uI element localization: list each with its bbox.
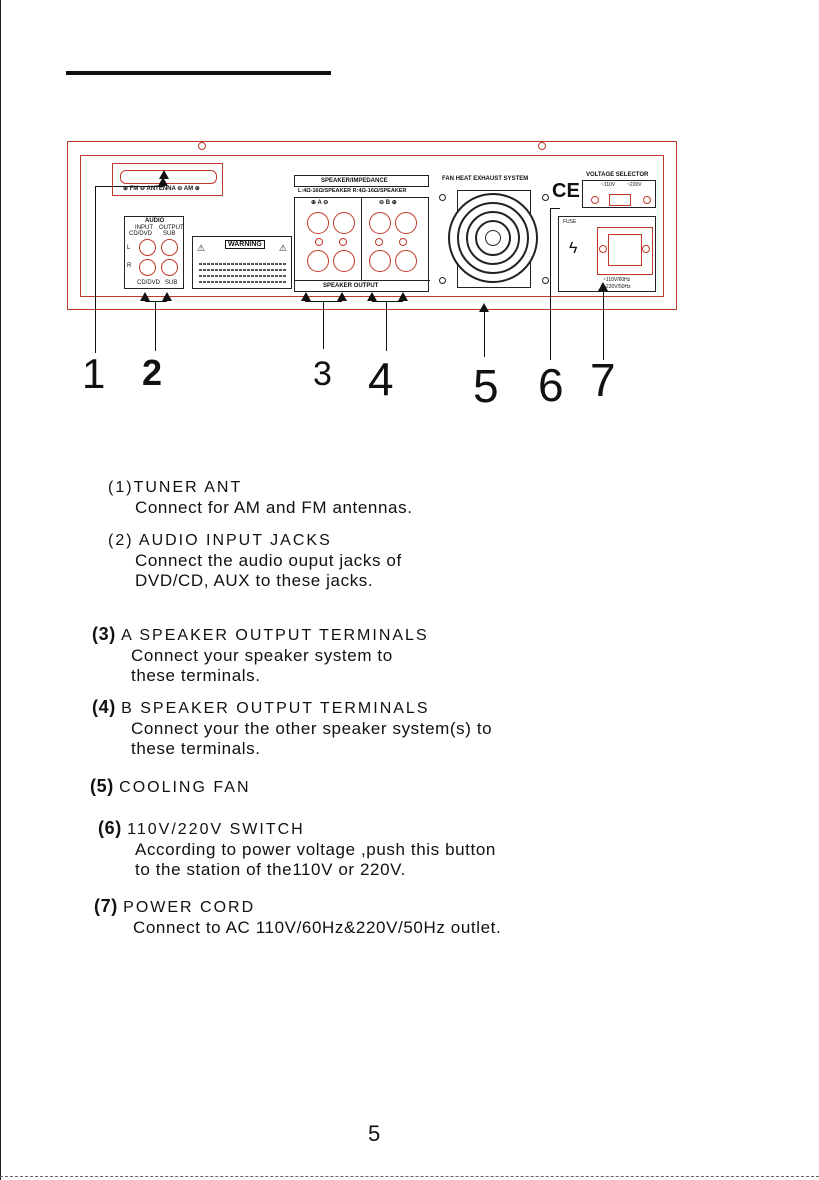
audio-jacks: AUDIO INPUT OUTPUT CD/DVD SUB L R CD/DVD… xyxy=(124,216,184,289)
callout-6: 6 xyxy=(538,359,564,411)
antenna-label: ⊕ FM ⊖ ANTENNA ⊖ AM ⊕ xyxy=(123,186,200,192)
voltage-selector-switch: ~110V ~220V xyxy=(582,180,656,208)
binding-post xyxy=(369,212,391,234)
fan-label: FAN HEAT EXHAUST SYSTEM xyxy=(442,176,529,182)
title-underline xyxy=(66,71,331,75)
power-inlet-plate: FUSE ϟ ~110V/60Hz ~220V/50Hz xyxy=(558,216,656,292)
mount-hole xyxy=(198,142,206,150)
lightning-icon: ϟ xyxy=(569,240,578,257)
speaker-impedance-header: SPEAKER/IMPEDANCE xyxy=(294,175,429,187)
item-5: (5) COOLING FAN xyxy=(90,776,251,796)
audio-output-label: OUTPUT xyxy=(159,225,184,231)
page-bottom-border xyxy=(0,1176,819,1177)
item-3: (3) A SPEAKER OUTPUT TERMINALS Connect y… xyxy=(92,624,429,685)
audio-cd-label: CD/DVD xyxy=(129,231,153,237)
page-number: 5 xyxy=(368,1121,381,1146)
speaker-terminal-block: ⊕ A ⊖ ⊖ B ⊕ SPEAKER OUTPUT xyxy=(294,197,430,292)
impedance-values: L:4Ω-16Ω/SPEAKER R:4Ω-16Ω/SPEAKER xyxy=(298,188,407,194)
binding-post xyxy=(395,212,417,234)
audio-bottom-cd: CD/DVD xyxy=(137,280,161,286)
voltage-selector-label: VOLTAGE SELECTOR xyxy=(586,172,649,178)
leader-line-3 xyxy=(323,301,324,349)
arrow-2 xyxy=(140,292,150,301)
arrow-3 xyxy=(301,292,311,301)
leader-line-4 xyxy=(372,301,403,302)
power-rating-110: ~110V/60Hz xyxy=(603,277,631,283)
leader-line-2 xyxy=(155,301,156,351)
binding-post xyxy=(307,212,329,234)
item-6: (6) 110V/220V SWITCH According to power … xyxy=(98,818,496,879)
lightning-warning-icon: ⚠ xyxy=(197,243,206,253)
binding-post xyxy=(395,250,417,272)
left-channel-mark: L xyxy=(127,245,131,251)
warning-label-plate: ⚠ ⚠ WARNING xyxy=(192,236,292,289)
leader-line-6 xyxy=(550,208,551,360)
mount-hole xyxy=(538,142,546,150)
arrow-3 xyxy=(337,292,347,301)
rear-panel-diagram: ⊕ FM ⊖ ANTENNA ⊖ AM ⊕ AUDIO INPUT OUTPUT… xyxy=(67,141,677,310)
speaker-impedance-title: SPEAKER/IMPEDANCE xyxy=(321,178,388,184)
leader-line-4 xyxy=(386,301,387,351)
callout-2: 2 xyxy=(142,352,163,393)
power-socket xyxy=(597,227,653,275)
leader-line-5 xyxy=(484,312,485,357)
arrow-5 xyxy=(479,303,489,312)
leader-line-6 xyxy=(550,208,560,209)
callout-1: 1 xyxy=(82,350,106,397)
audio-bottom-sub: SUB xyxy=(165,280,178,286)
fuse-label: FUSE xyxy=(563,219,577,225)
fan-assembly xyxy=(439,186,549,292)
binding-post xyxy=(307,250,329,272)
arrow-4 xyxy=(398,292,408,301)
group-a-label: ⊕ A ⊖ xyxy=(311,200,329,206)
rca-jack xyxy=(161,239,178,256)
leader-line-1 xyxy=(95,186,163,187)
rca-jack xyxy=(139,259,156,276)
page-left-border xyxy=(0,0,1,1180)
voltage-110-label: ~110V xyxy=(601,182,616,188)
item-4: (4) B SPEAKER OUTPUT TERMINALS Connect y… xyxy=(92,697,493,758)
voltage-220-label: ~220V xyxy=(627,182,642,188)
binding-post xyxy=(369,250,391,272)
power-rating-220: ~220V/50Hz xyxy=(603,284,631,290)
leader-line-7 xyxy=(603,290,604,360)
caution-icon: ⚠ xyxy=(278,243,287,253)
leader-line-2 xyxy=(145,301,167,302)
audio-input-label: INPUT xyxy=(135,225,153,231)
ce-mark: CE xyxy=(552,180,580,202)
callout-5: 5 xyxy=(473,360,499,412)
callout-7: 7 xyxy=(590,354,616,406)
callout-4: 4 xyxy=(368,353,394,405)
binding-post xyxy=(333,250,355,272)
arrow-1 xyxy=(158,177,168,186)
audio-sub-label: SUB xyxy=(163,231,176,237)
rca-jack xyxy=(139,239,156,256)
rca-jack xyxy=(161,259,178,276)
arrow-2 xyxy=(162,292,172,301)
item-1: (1)TUNER ANT Connect for AM and FM anten… xyxy=(108,479,413,517)
warning-heading: WARNING xyxy=(225,240,265,249)
right-channel-mark: R xyxy=(127,263,132,269)
audio-title: AUDIO xyxy=(145,218,165,224)
arrow-7 xyxy=(598,282,608,291)
speaker-output-label: SPEAKER OUTPUT xyxy=(323,283,379,289)
group-b-label: ⊖ B ⊕ xyxy=(379,200,397,206)
item-7: (7) POWER CORD Connect to AC 110V/60Hz&2… xyxy=(94,896,502,937)
antenna-terminal: ⊕ FM ⊖ ANTENNA ⊖ AM ⊕ xyxy=(112,163,223,196)
arrow-4 xyxy=(367,292,377,301)
callout-3: 3 xyxy=(313,355,332,393)
binding-post xyxy=(333,212,355,234)
leader-line-1 xyxy=(95,186,96,353)
item-2: (2) AUDIO INPUT JACKS Connect the audio … xyxy=(108,532,402,590)
